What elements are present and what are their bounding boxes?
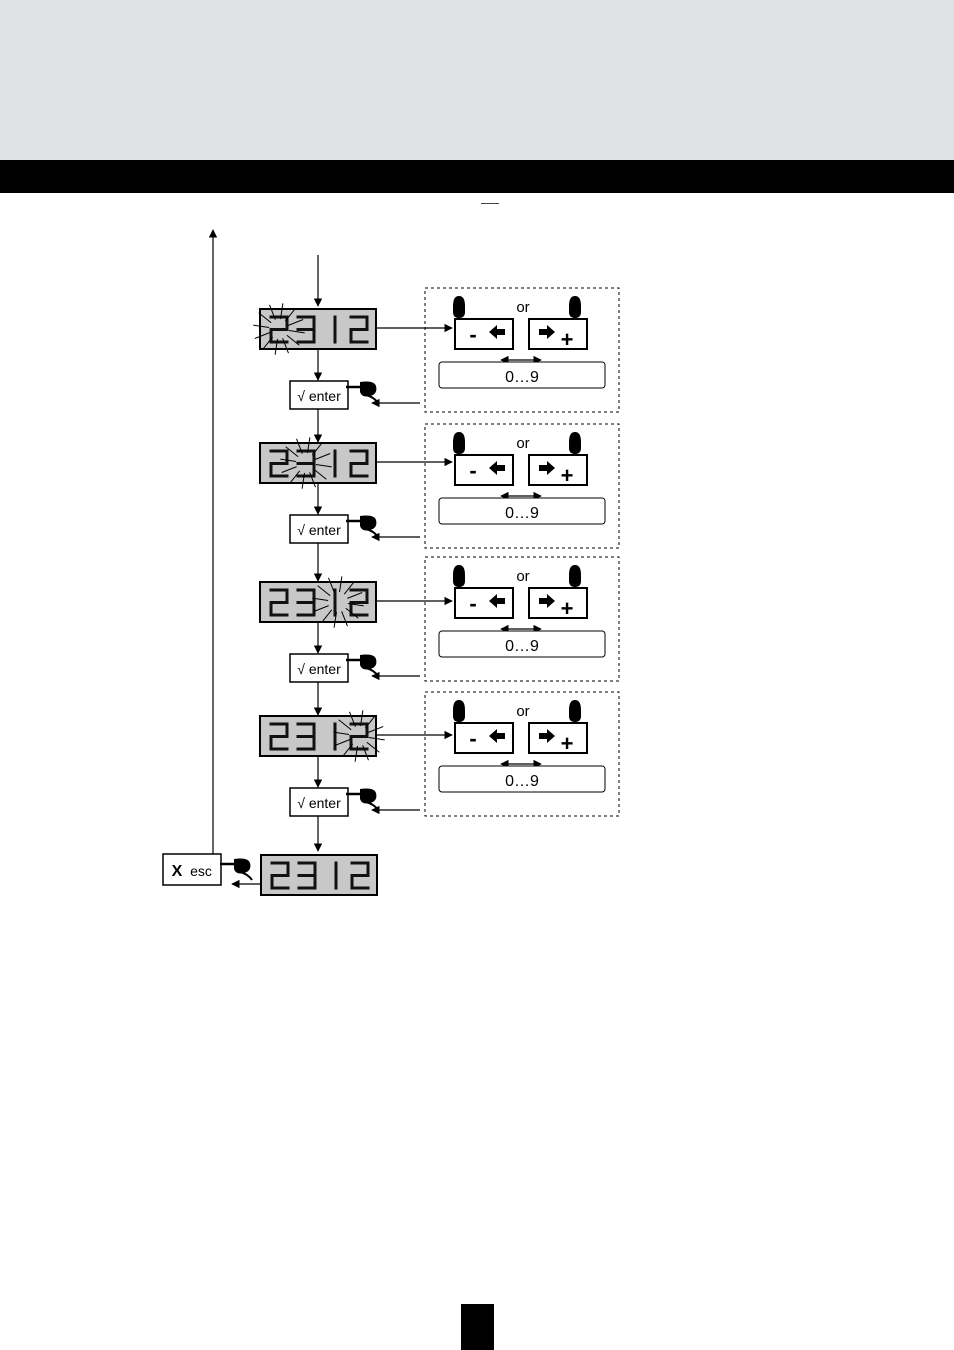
hand-shape — [569, 432, 581, 454]
hand-shape — [453, 700, 465, 722]
digit-adjust-panel: or - +0…9 — [425, 557, 619, 681]
hand-press-icon — [346, 655, 378, 677]
range-label: 0…9 — [505, 369, 539, 386]
hand-press-icon — [346, 382, 378, 404]
key-frame — [529, 588, 587, 618]
key-frame — [529, 723, 587, 753]
hand-shape — [234, 859, 250, 874]
enter-button: √ enter — [290, 654, 348, 682]
range-label: 0…9 — [505, 505, 539, 522]
minus-sign: - — [469, 458, 476, 483]
plus-right-key: + — [529, 455, 587, 488]
hand-shape — [569, 296, 581, 318]
page-number-tab — [461, 1304, 494, 1350]
minus-left-key: - — [455, 723, 513, 753]
hand-shape — [569, 565, 581, 587]
plus-sign: + — [561, 596, 574, 621]
hand-shape — [569, 700, 581, 722]
hand-thumb — [366, 802, 378, 810]
digit-adjust-panel: or - +0…9 — [425, 424, 619, 548]
lcd-display — [260, 710, 385, 761]
or-label: or — [516, 299, 529, 316]
hand-shape — [453, 565, 465, 587]
hand-shape — [360, 382, 376, 397]
hand-thumb — [366, 529, 378, 537]
hand-shape — [360, 516, 376, 531]
enter-button: √ enter — [290, 788, 348, 816]
hand-thumb — [240, 872, 252, 880]
hand-shape — [453, 296, 465, 318]
enter-button: √ enter — [290, 381, 348, 409]
enter-label: √ enter — [297, 795, 341, 811]
minus-sign: - — [469, 322, 476, 347]
hand-press-icon — [346, 516, 378, 538]
hand-thumb — [366, 395, 378, 403]
plus-right-key: + — [529, 319, 587, 352]
esc-symbol: X — [172, 863, 183, 880]
hand-thumb — [366, 668, 378, 676]
or-label: or — [516, 568, 529, 585]
minus-sign: - — [469, 726, 476, 751]
range-label: 0…9 — [505, 773, 539, 790]
lcd-display — [260, 437, 376, 488]
esc-label: esc — [190, 863, 212, 879]
enter-label: √ enter — [297, 522, 341, 538]
plus-right-key: + — [529, 588, 587, 621]
enter-button: √ enter — [290, 515, 348, 543]
minus-left-key: - — [455, 455, 513, 485]
minus-left-key: - — [455, 588, 513, 618]
hand-shape — [360, 655, 376, 670]
lcd-display — [253, 303, 376, 354]
plus-right-key: + — [529, 723, 587, 756]
hand-shape — [360, 789, 376, 804]
enter-label: √ enter — [297, 388, 341, 404]
digit-adjust-panel: or - +0…9 — [425, 288, 619, 412]
hand-shape — [453, 432, 465, 454]
hand-press-icon — [346, 789, 378, 811]
plus-sign: + — [561, 327, 574, 352]
lcd-display — [260, 576, 376, 627]
lcd-display — [261, 855, 377, 895]
enter-label: √ enter — [297, 661, 341, 677]
hand-press-icon — [220, 859, 252, 881]
esc-button: Xesc — [163, 854, 221, 885]
minus-left-key: - — [455, 319, 513, 349]
minus-sign: - — [469, 591, 476, 616]
key-frame — [529, 455, 587, 485]
key-frame — [529, 319, 587, 349]
or-label: or — [516, 703, 529, 720]
digit-adjust-panel: or - +0…9 — [425, 692, 619, 816]
plus-sign: + — [561, 731, 574, 756]
or-label: or — [516, 435, 529, 452]
plus-sign: + — [561, 463, 574, 488]
range-label: 0…9 — [505, 638, 539, 655]
